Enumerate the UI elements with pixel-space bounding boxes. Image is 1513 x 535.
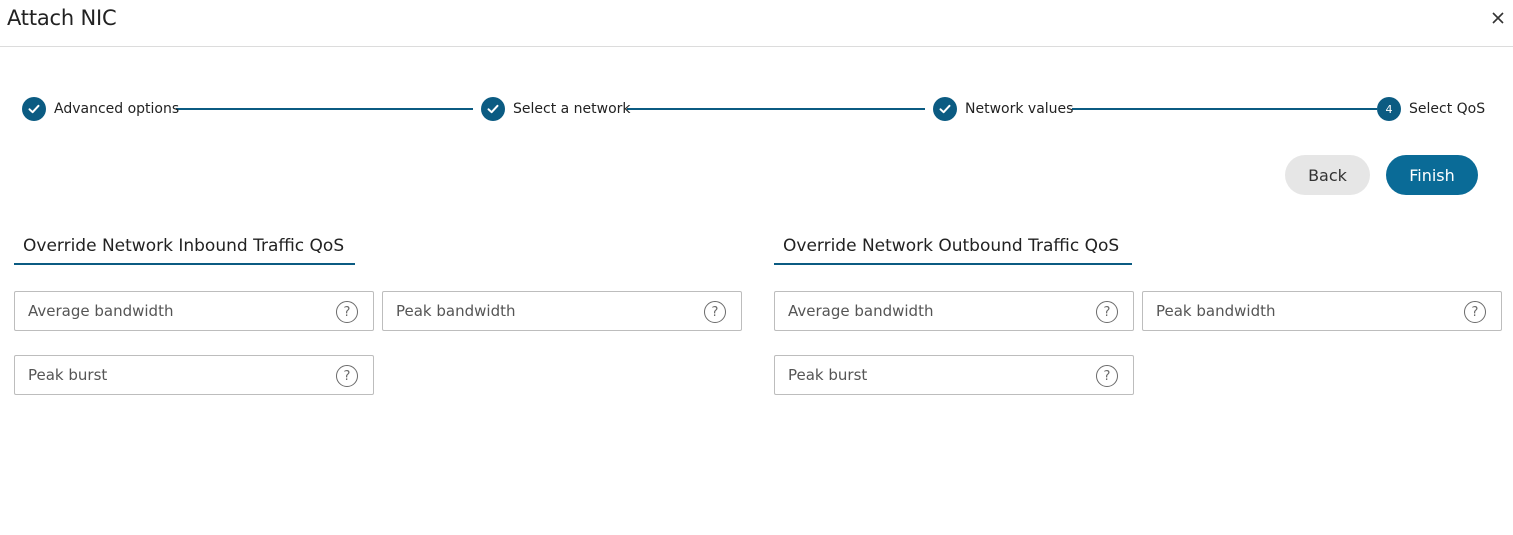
step-label: Advanced options <box>54 101 180 117</box>
help-icon[interactable]: ? <box>1464 301 1486 323</box>
dialog-title: Attach NIC <box>7 6 117 30</box>
outbound-peak-burst-field: ? <box>774 355 1134 395</box>
step-connector <box>176 108 473 110</box>
help-icon[interactable]: ? <box>336 301 358 323</box>
outbound-peak-bandwidth-input[interactable] <box>1143 292 1463 330</box>
check-icon <box>481 97 505 121</box>
outbound-average-bandwidth-input[interactable] <box>775 292 1095 330</box>
step-connector <box>627 108 925 110</box>
outbound-qos-title: Override Network Outbound Traffic QoS <box>774 236 1132 265</box>
help-icon[interactable]: ? <box>1096 365 1118 387</box>
step-label: Select a network <box>513 101 631 117</box>
inbound-peak-bandwidth-field: ? <box>382 291 742 331</box>
inbound-average-bandwidth-input[interactable] <box>15 292 335 330</box>
step-advanced-options[interactable]: Advanced options <box>22 97 179 121</box>
inbound-peak-bandwidth-input[interactable] <box>383 292 703 330</box>
inbound-peak-burst-field: ? <box>14 355 374 395</box>
step-select-qos[interactable]: 4 Select QoS <box>1377 97 1485 121</box>
step-label: Network values <box>965 101 1074 117</box>
step-connector <box>1072 108 1377 110</box>
step-label: Select QoS <box>1409 101 1486 117</box>
inbound-average-bandwidth-field: ? <box>14 291 374 331</box>
help-icon[interactable]: ? <box>1096 301 1118 323</box>
help-icon[interactable]: ? <box>336 365 358 387</box>
help-icon[interactable]: ? <box>704 301 726 323</box>
step-network-values[interactable]: Network values <box>933 97 1073 121</box>
wizard-stepper: Advanced options Select a network Networ… <box>22 97 1485 121</box>
back-button[interactable]: Back <box>1285 155 1370 195</box>
finish-button[interactable]: Finish <box>1386 155 1478 195</box>
check-icon <box>933 97 957 121</box>
close-icon[interactable] <box>1491 9 1505 27</box>
outbound-peak-bandwidth-field: ? <box>1142 291 1502 331</box>
outbound-average-bandwidth-field: ? <box>774 291 1134 331</box>
dialog-header: Attach NIC <box>0 0 1513 47</box>
inbound-qos-title: Override Network Inbound Traffic QoS <box>14 236 355 265</box>
outbound-peak-burst-input[interactable] <box>775 356 1095 394</box>
step-select-network[interactable]: Select a network <box>481 97 631 121</box>
step-number: 4 <box>1377 97 1401 121</box>
inbound-peak-burst-input[interactable] <box>15 356 335 394</box>
check-icon <box>22 97 46 121</box>
